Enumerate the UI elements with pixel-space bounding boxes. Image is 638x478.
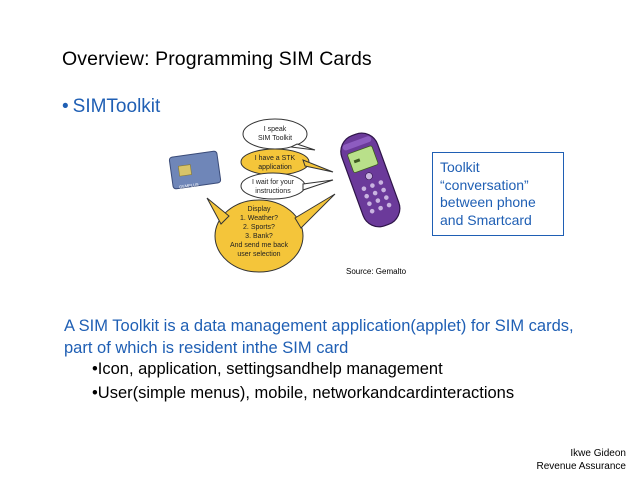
footer-author: Ikwe Gideon [570,448,626,459]
bubble-menu-line3: 2. Sports? [243,224,275,231]
description-text: A SIM Toolkit is a data management appli… [64,317,574,357]
bullet-dot: • [62,96,69,117]
bubble-menu-line5: And send me back [230,242,288,249]
bubble-wait-line1: I wait for your [252,179,295,186]
speech-bubble-menu: Display 1. Weather? 2. Sports? 3. Bank? … [206,193,336,273]
mobile-phone-icon [340,132,401,228]
bubble-menu-line2: 1. Weather? [240,215,278,222]
callout-line-1: Toolkit [440,159,480,175]
bullet-label: SIMToolkit [72,96,161,117]
speech-bubble-speak: I speak SIM Toolkit [242,118,316,151]
bubble-speak-line1: I speak [264,126,287,133]
sub-bullet-2: •User(simple menus), mobile, networkandc… [92,384,515,402]
bubble-wait-line2: instructions [255,188,291,195]
callout-line-2: “conversation” [440,176,529,193]
bubble-menu-line6: user selection [237,251,280,258]
sim-toolkit-illustration: GEMPLUS I speak SIM Toolkit I have a STK… [168,118,401,273]
footer-department: Revenue Assurance [536,461,626,472]
sim-card-icon: GEMPLUS [168,150,222,190]
card-label: GEMPLUS [179,182,199,190]
callout-line-4: and Smartcard [440,211,532,228]
bubble-stk-line2: application [258,164,292,171]
toolkit-callout-box: Toolkit “conversation” between phone and… [432,152,564,236]
sub-bullet-1: •Icon, application, settingsandhelp mana… [92,360,443,378]
slide-title: Overview: Programming SIM Cards [62,48,372,70]
speech-bubble-wait: I wait for your instructions [240,172,334,200]
bubble-menu-line4: 3. Bank? [245,233,273,240]
bullet-simtoolkit: •SIMToolkit [62,96,160,118]
speech-bubble-stk: I have a STK application [240,148,334,176]
image-source: Source: Gemalto [346,267,407,276]
bubble-menu-line1: Display [248,206,271,213]
bubble-stk-line1: I have a STK [255,155,296,162]
bubble-speak-line2: SIM Toolkit [258,135,292,142]
callout-line-3: between phone [440,194,536,210]
footer: Ikwe Gideon Revenue Assurance [536,447,626,473]
